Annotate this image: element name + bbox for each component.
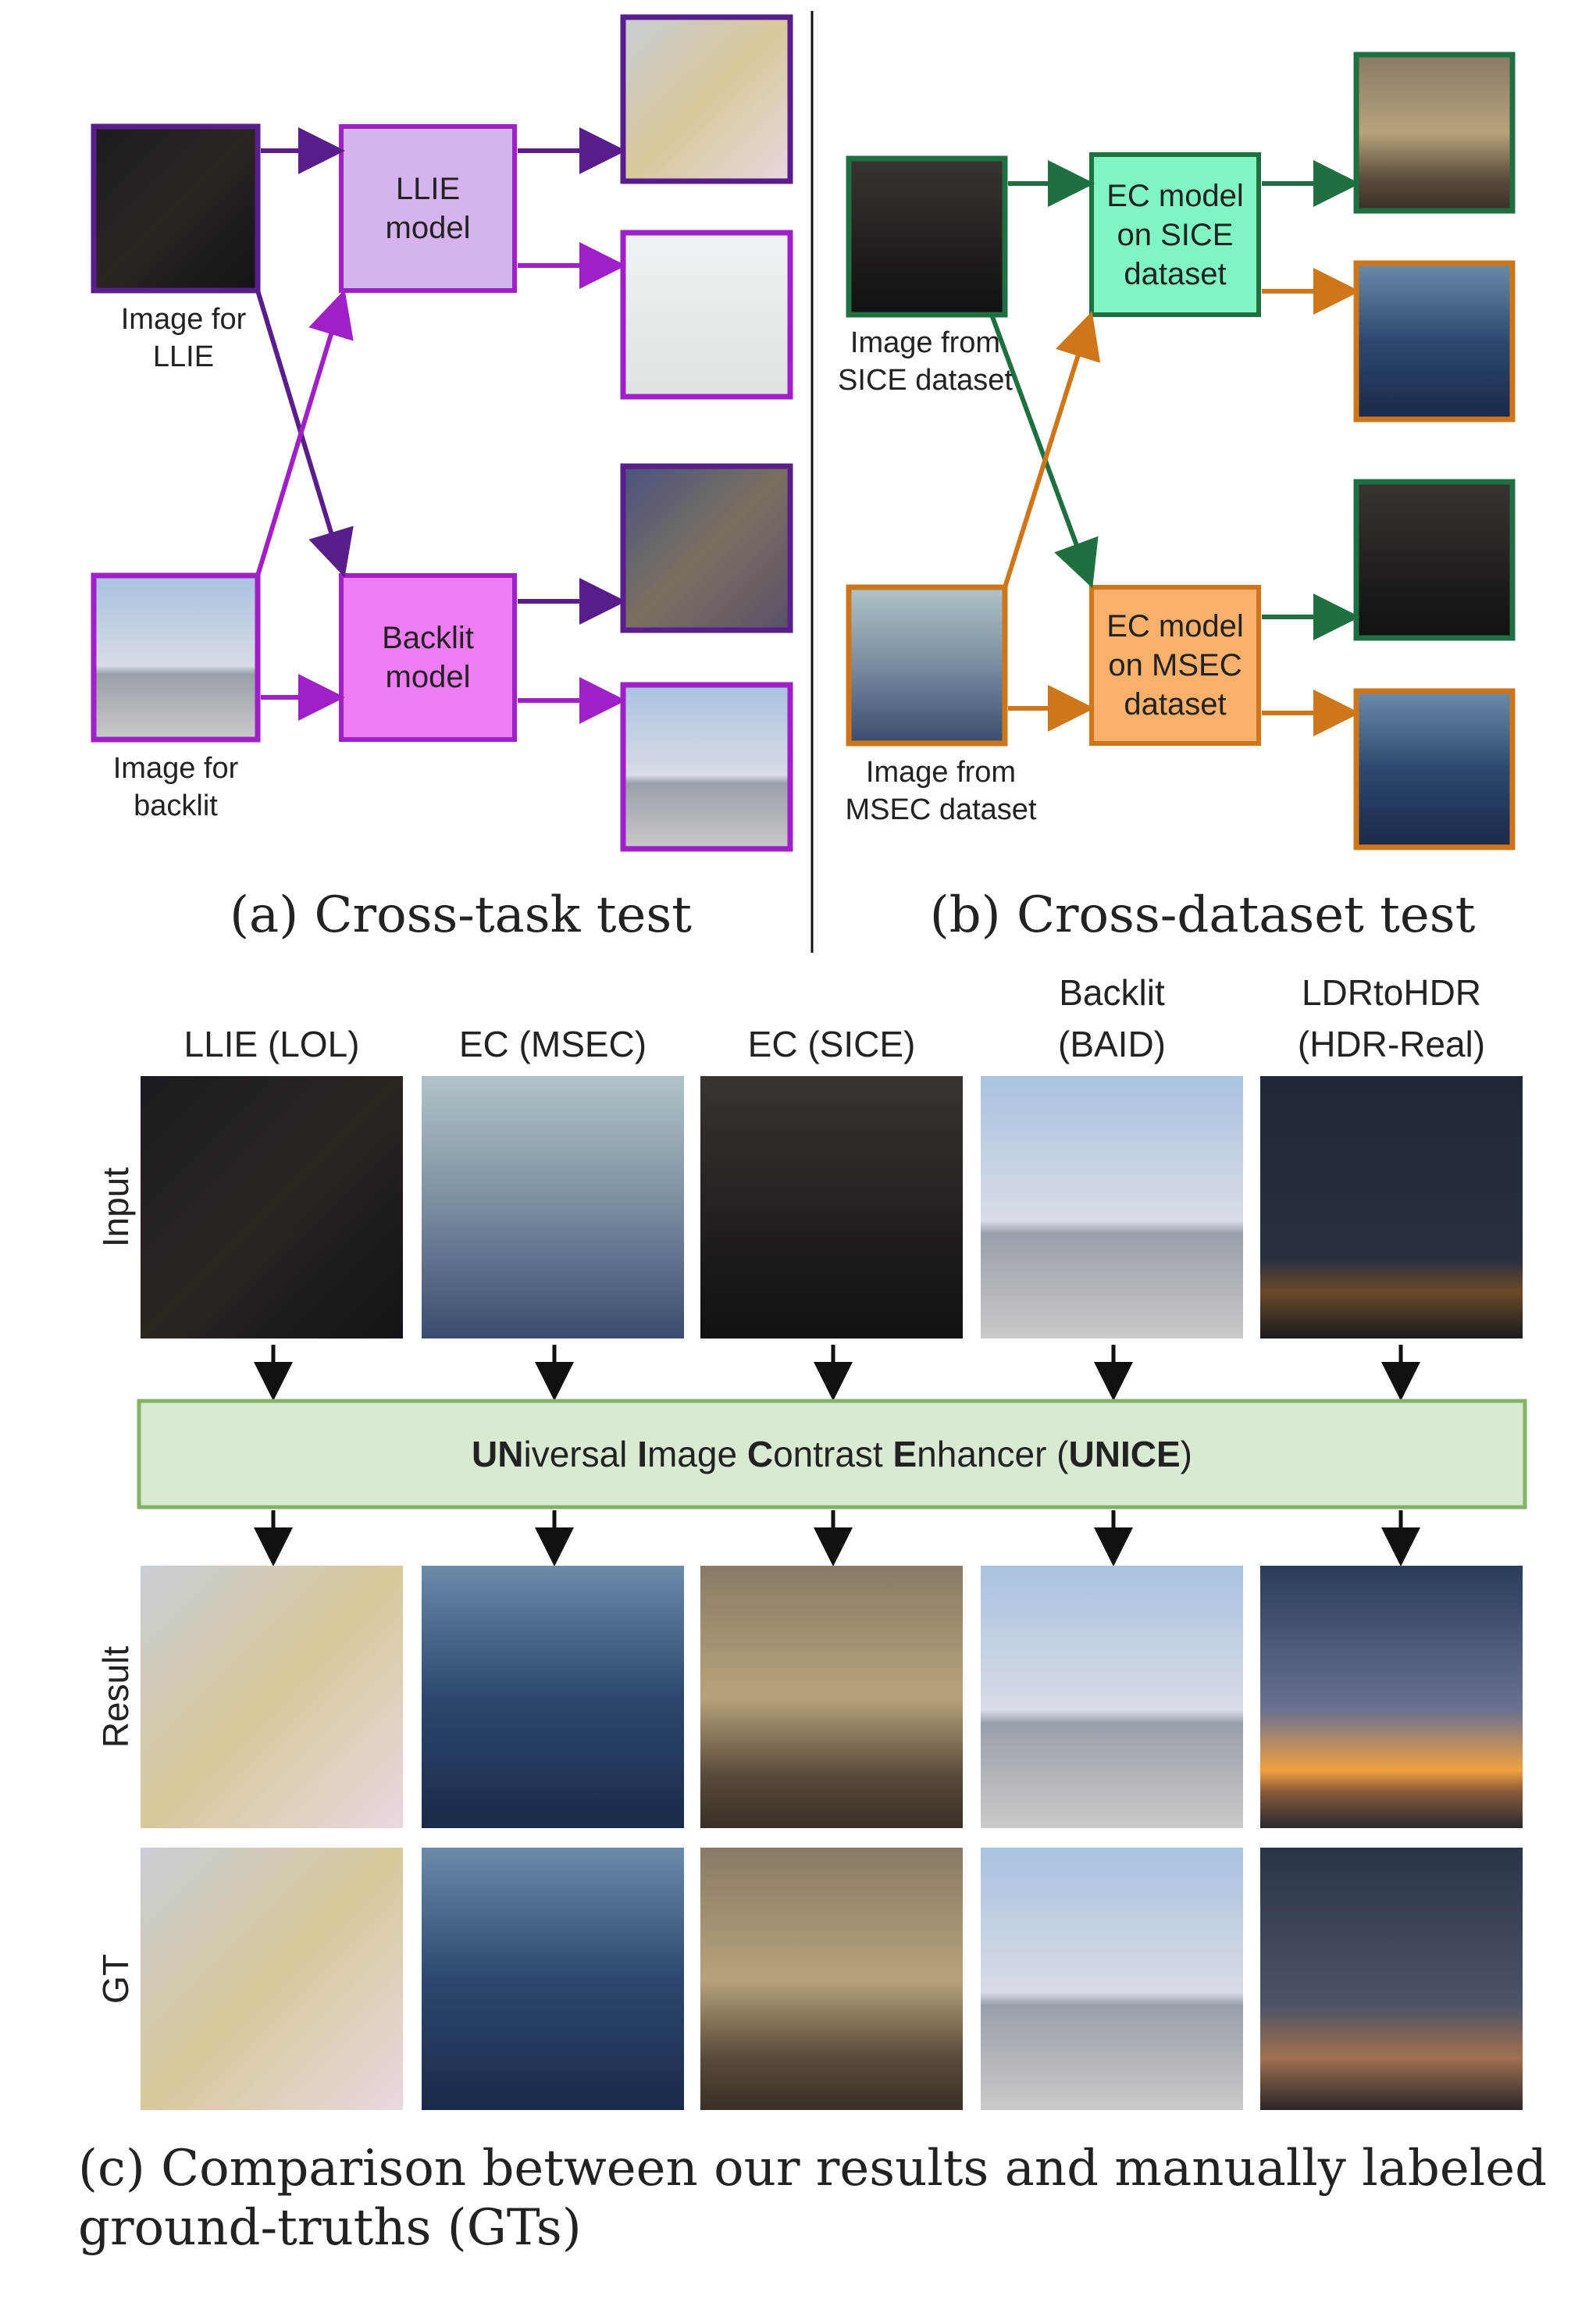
grid-input-msec bbox=[422, 1076, 684, 1338]
grid-gt-llie bbox=[141, 1848, 403, 2110]
image-backlit-out-1 bbox=[620, 463, 793, 633]
grid-input-llie bbox=[141, 1076, 403, 1338]
llie-model-label: LLIE model bbox=[385, 172, 471, 245]
column-label-ec-sice: EC (SICE) bbox=[747, 1024, 916, 1064]
label-image-from-msec: Image from MSEC dataset bbox=[845, 756, 1037, 826]
grid-gt-sice bbox=[700, 1848, 963, 2110]
arrow-a-4 bbox=[255, 289, 354, 576]
grid-gt-baid bbox=[981, 1848, 1243, 2110]
llie-model-box bbox=[339, 124, 517, 293]
grid-result-llie bbox=[141, 1566, 403, 1828]
grid-result-msec bbox=[422, 1566, 684, 1828]
grid-input-hdr bbox=[1260, 1076, 1523, 1338]
label-image-for-backlit: Image for backlit bbox=[112, 752, 239, 822]
image-llie-input bbox=[91, 123, 261, 294]
grid-gt-msec bbox=[422, 1848, 684, 2110]
image-sice-out-1 bbox=[1353, 52, 1516, 214]
ec-msec-model-box bbox=[1089, 585, 1261, 746]
grid-input-baid bbox=[981, 1076, 1243, 1338]
row-label-result: Result bbox=[95, 1645, 136, 1748]
image-llie-out-1 bbox=[620, 14, 793, 184]
label-image-from-sice: Image from SICE dataset bbox=[838, 326, 1013, 397]
arrow-b-3 bbox=[989, 313, 1099, 589]
column-label-ec-msec: EC (MSEC) bbox=[458, 1024, 647, 1064]
grid-gt-hdr bbox=[1260, 1848, 1523, 2110]
caption-c-line-1: (c) Comparison between our results and m… bbox=[78, 2140, 1548, 2197]
image-msec-out-1 bbox=[1353, 479, 1516, 641]
grid-result-baid bbox=[981, 1566, 1243, 1828]
image-sice-input bbox=[846, 155, 1008, 318]
caption-c-line-2: ground-truths (GTs) bbox=[78, 2199, 582, 2257]
image-backlit-out-2 bbox=[620, 682, 793, 852]
caption-a: (a) Cross-task test bbox=[230, 886, 692, 944]
backlit-model-label: Backlit model bbox=[382, 621, 474, 694]
row-label-input: Input bbox=[95, 1167, 136, 1248]
ec-msec-model-label: EC model on MSEC dataset bbox=[1106, 609, 1244, 722]
arrow-b-4 bbox=[1003, 311, 1101, 588]
unice-label: UNiversal Image Contrast Enhancer (UNICE… bbox=[472, 1434, 1192, 1474]
caption-b: (b) Cross-dataset test bbox=[929, 886, 1476, 944]
backlit-model-box bbox=[339, 573, 517, 742]
grid-result-sice bbox=[700, 1566, 963, 1828]
column-label-ldrtohdr: LDRtoHDR (HDR-Real) bbox=[1297, 972, 1486, 1064]
image-msec-out-2 bbox=[1353, 688, 1516, 850]
grid-input-sice bbox=[700, 1076, 963, 1338]
unice-box bbox=[137, 1399, 1527, 1510]
ec-sice-model-label: EC model on SICE dataset bbox=[1106, 178, 1244, 291]
row-label-gt: GT bbox=[95, 1954, 136, 2004]
image-msec-input bbox=[846, 584, 1008, 747]
image-sice-out-2 bbox=[1353, 260, 1516, 422]
image-llie-out-2 bbox=[620, 230, 793, 400]
label-image-for-llie: Image for LLIE bbox=[120, 303, 247, 373]
column-label-llie-lol: LLIE (LOL) bbox=[183, 1024, 360, 1064]
ec-sice-model-box bbox=[1089, 152, 1261, 317]
image-backlit-input bbox=[91, 572, 261, 743]
grid-result-hdr bbox=[1260, 1566, 1523, 1828]
column-label-backlit-baid: Backlit (BAID) bbox=[1058, 972, 1166, 1064]
